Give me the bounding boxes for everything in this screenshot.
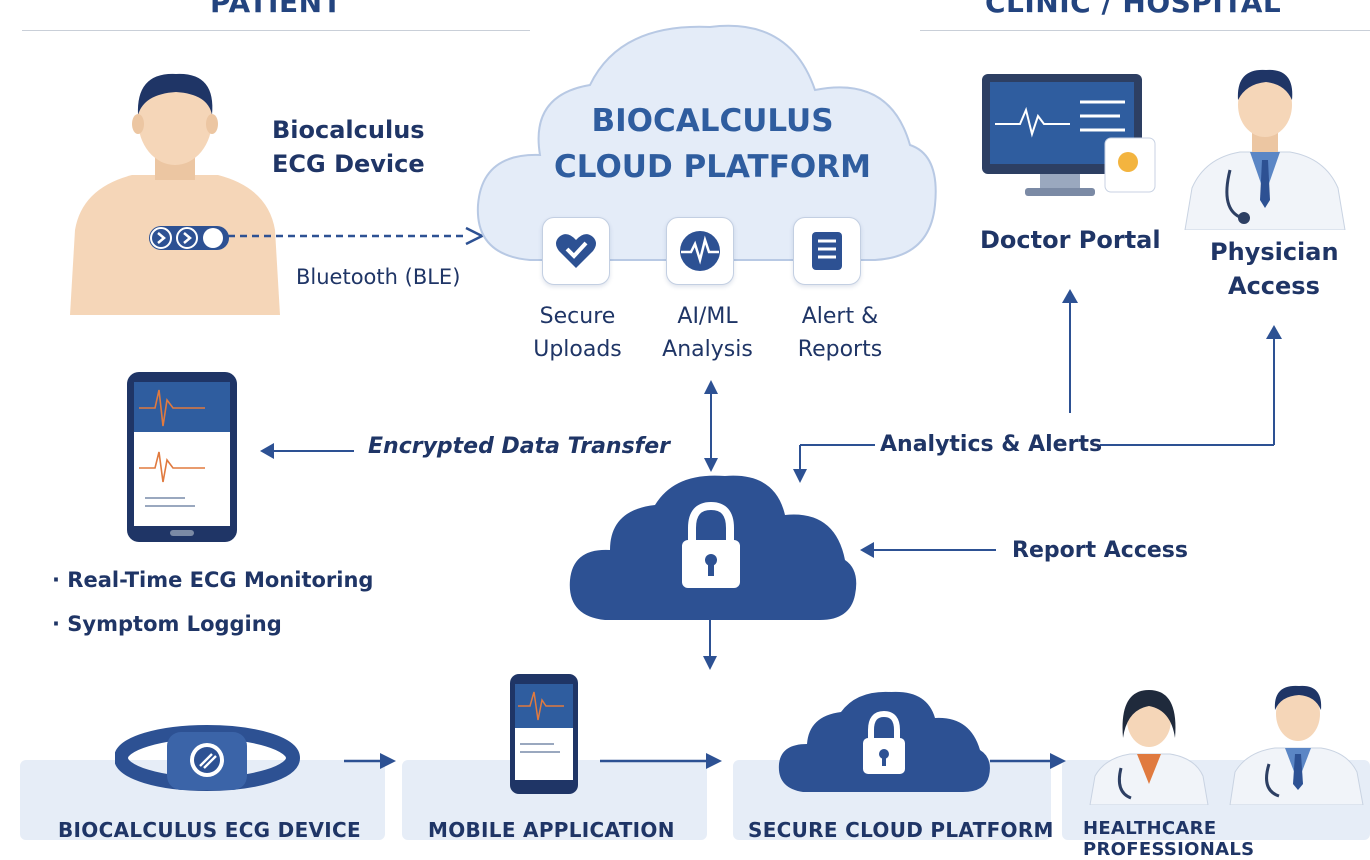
physician-label-line1: Physician [1210,238,1339,266]
step-label-cloud: SECURE CLOUD PLATFORM [748,818,1054,842]
cloud-title-line1: BIOCALCULUS [591,103,834,139]
device-label-line1: Biocalculus [272,116,425,144]
analytics-connector [793,289,1282,483]
step-label-professionals: HEALTHCARE PROFESSIONALS [1083,818,1255,860]
step-label-mobile: MOBILE APPLICATION [428,818,675,842]
service-alerts-reports: Alert & Reports [775,300,905,366]
encrypted-transfer-label: Encrypted Data Transfer [368,434,671,459]
report-access-arrow [860,542,996,558]
feature-label: Real-Time ECG Monitoring [67,568,374,592]
physician-label-line2: Access [1228,272,1320,300]
alerts-reports-icon-box [793,217,861,285]
feature-label: Symptom Logging [67,612,282,636]
feature-item: · Symptom Logging [52,612,282,636]
waveform-icon [680,231,720,271]
document-icon [812,232,842,270]
mobile-app-phone-icon [510,674,578,794]
patient-illustration [70,73,280,315]
ecg-wearable-device-icon [115,725,300,791]
doctor-portal-label: Doctor Portal [980,226,1161,254]
clinic-header: CLINIC / HOSPITAL [985,0,1282,19]
ecg-patch-icon [149,226,229,250]
physician-avatar [1184,69,1346,230]
down-arrow [703,610,717,670]
service-label-line2: Uploads [533,337,622,362]
doctor-portal-monitor-icon [982,74,1156,196]
step-arrow [344,753,396,769]
service-secure-uploads: Secure Uploads [515,300,640,366]
encrypted-transfer-arrow [260,443,354,459]
device-label-line2: ECG Device [272,150,425,178]
service-label-line1: Secure [539,304,616,329]
clinic-header-divider [920,30,1370,31]
service-label-line1: AI/ML [677,304,738,329]
secure-cloud-step-icon [778,691,990,792]
bluetooth-arrow [228,226,485,246]
analytics-alerts-label: Analytics & Alerts [880,432,1103,457]
step-arrow [990,753,1066,769]
step-label-device: BIOCALCULUS ECG DEVICE [58,818,361,842]
service-label-line1: Alert & [801,304,879,329]
patient-header: PATIENT [210,0,343,19]
ai-ml-icon-box [666,217,734,285]
mobile-phone-illustration [127,372,237,542]
heart-shield-icon [556,234,596,268]
patient-header-divider [22,30,530,31]
feature-item: · Real-Time ECG Monitoring [52,568,374,592]
cloud-title-line2: CLOUD PLATFORM [554,149,871,185]
service-ai-ml: AI/ML Analysis [645,300,770,366]
bluetooth-label: Bluetooth (BLE) [296,265,461,289]
step-arrow [600,753,722,769]
service-label-line2: Analysis [662,337,753,362]
healthcare-professionals-icon [1089,685,1364,805]
cloud-platform-shape [476,24,937,261]
secure-uploads-icon-box [542,217,610,285]
report-access-label: Report Access [1012,538,1188,563]
service-label-line2: Reports [797,337,883,362]
cloud-sync-arrow [704,380,718,472]
secure-cloud-lock-shape [569,475,857,620]
